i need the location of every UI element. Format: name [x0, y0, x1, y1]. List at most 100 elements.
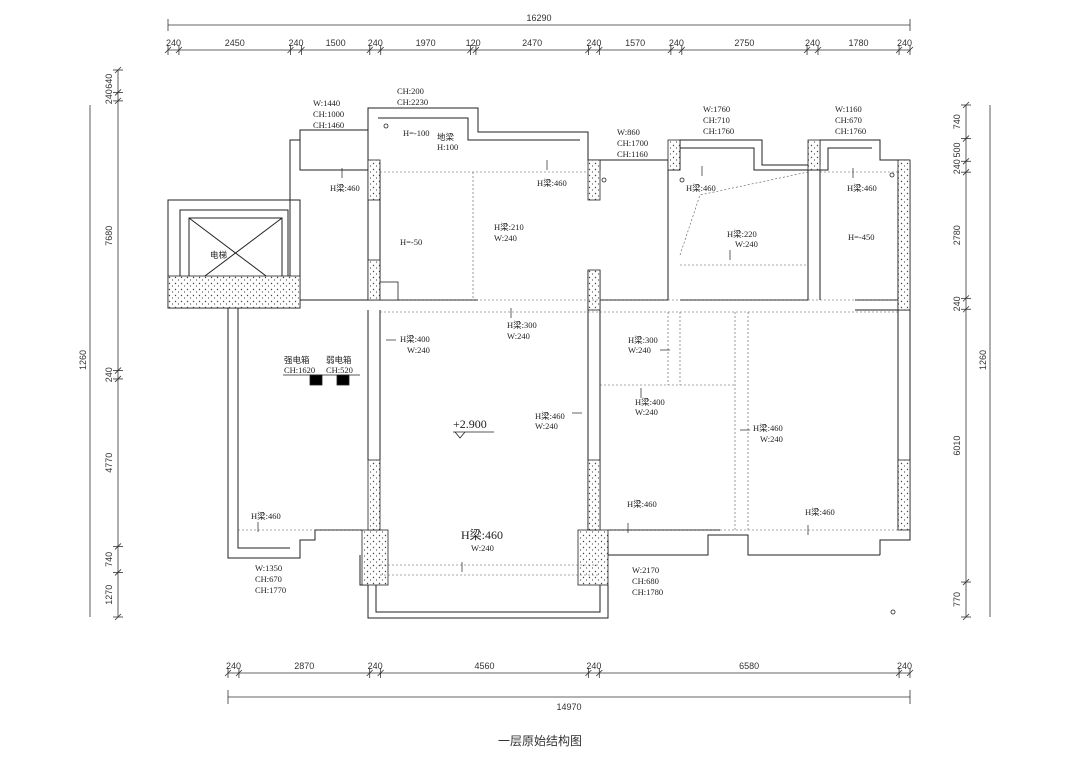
left-seg-4: 4770 — [104, 453, 114, 473]
beam-label-12w: W:240 — [760, 434, 783, 444]
left-seg-2: 7680 — [104, 226, 114, 246]
right-dimension-ticks — [961, 101, 971, 621]
left-seg-3: 240 — [104, 367, 114, 382]
left-seg-0: 640 — [104, 74, 114, 89]
top-seg-8: 240 — [586, 38, 601, 48]
beam-label-11h: H梁:400 — [635, 397, 665, 407]
top-seg-0: 240 — [166, 38, 181, 48]
left-total-dim: 1260 — [78, 350, 88, 370]
drawing-caption: 一层原始结构图 — [497, 734, 582, 748]
beam-labels: H梁:460 H梁:460 H梁:460 H梁:460 H梁:210 W:240… — [251, 178, 877, 553]
beam-label-8h: H梁:400 — [400, 334, 430, 344]
window-c-w: W:860 — [617, 127, 640, 137]
beam-label-7w: W:240 — [507, 331, 530, 341]
level-h-minus-50: H=-50 — [400, 237, 422, 247]
level-h-minus-450: H=-450 — [848, 232, 875, 242]
weak-box-label: 弱电箱 — [326, 355, 352, 365]
left-dimension-chain — [89, 70, 119, 617]
beam-label-9h: H梁:300 — [628, 335, 658, 345]
beam-label-3: H梁:460 — [686, 183, 716, 193]
window-a-w: W:1440 — [313, 98, 340, 108]
strong-box-ch: CH:1620 — [284, 365, 315, 375]
beam-dashed-lines — [238, 171, 898, 576]
window-d-ch1: CH:710 — [703, 115, 730, 125]
left-seg-6: 1270 — [104, 585, 114, 605]
level-h-minus-100: H=-100 — [403, 128, 430, 138]
beam-label-13: H梁:460 — [251, 511, 281, 521]
beam-label-6h: H梁:220 — [727, 229, 757, 239]
right-seg-2: 240 — [952, 159, 962, 174]
weak-box-ch: CH:520 — [326, 365, 353, 375]
top-seg-12: 240 — [805, 38, 820, 48]
beam-label-14: H梁:460 — [627, 499, 657, 509]
top-seg-9: 1570 — [625, 38, 645, 48]
left-seg-1: 240 — [104, 89, 114, 104]
top-seg-11: 2750 — [734, 38, 754, 48]
right-seg-4: 240 — [952, 296, 962, 311]
misc-fixtures — [283, 123, 896, 615]
ground-beam-label: 地梁 — [437, 132, 455, 142]
window-g-ch2: CH:1780 — [632, 587, 663, 597]
beam-label-10h: H梁:460 — [535, 411, 565, 421]
top-seg-13: 1780 — [849, 38, 869, 48]
window-c-ch1: CH:1700 — [617, 138, 648, 148]
right-seg-1: 500 — [952, 142, 962, 157]
top-seg-7: 2470 — [522, 38, 542, 48]
window-b-ch2: CH:2230 — [397, 97, 428, 107]
beam-label-16w: W:240 — [471, 543, 494, 553]
bottom-seg-1: 2870 — [294, 661, 314, 671]
beam-label-15: H梁:460 — [805, 507, 835, 517]
level-labels: H=-100 地梁 H:100 H=-50 H=-450 电梯 强电箱 CH:1… — [210, 128, 875, 439]
window-b-ch1: CH:200 — [397, 86, 424, 96]
top-seg-6: 120 — [466, 38, 481, 48]
window-g-ch1: CH:680 — [632, 576, 659, 586]
window-e-ch2: CH:1760 — [835, 126, 866, 136]
top-seg-3: 1500 — [326, 38, 346, 48]
left-dimension-ticks — [113, 66, 123, 621]
window-e-w: W:1160 — [835, 104, 862, 114]
bottom-seg-0: 240 — [226, 661, 241, 671]
right-seg-5: 6010 — [952, 436, 962, 456]
beam-label-5w: W:240 — [494, 233, 517, 243]
beam-label-1: H梁:460 — [330, 183, 360, 193]
top-dimension-ticks — [164, 45, 914, 55]
right-seg-0: 740 — [952, 114, 962, 129]
bottom-seg-4: 240 — [586, 661, 601, 671]
beam-label-12h: H梁:460 — [753, 423, 783, 433]
bottom-seg-6: 240 — [897, 661, 912, 671]
top-seg-10: 240 — [669, 38, 684, 48]
right-dimension-chain — [965, 105, 991, 617]
bottom-dimension-ticks — [224, 668, 914, 678]
top-seg-2: 240 — [288, 38, 303, 48]
bottom-seg-2: 240 — [368, 661, 383, 671]
window-c-ch2: CH:1160 — [617, 149, 648, 159]
bottom-dimension-chain — [227, 672, 911, 704]
ground-beam-height: H:100 — [437, 142, 458, 152]
top-seg-1: 2450 — [225, 38, 245, 48]
left-seg-5: 740 — [104, 552, 114, 567]
right-total-dim: 1260 — [978, 350, 988, 370]
top-seg-4: 240 — [368, 38, 383, 48]
top-seg-14: 240 — [897, 38, 912, 48]
bottom-seg-3: 4560 — [474, 661, 494, 671]
structural-columns — [167, 139, 911, 586]
strong-box-label: 强电箱 — [284, 355, 310, 365]
right-seg-6: 770 — [952, 592, 962, 607]
elevator-label: 电梯 — [210, 250, 228, 260]
top-dimension-chain — [167, 19, 911, 51]
window-a-ch2: CH:1460 — [313, 120, 344, 130]
window-e-ch1: CH:670 — [835, 115, 862, 125]
top-total-dim: 16290 — [526, 13, 551, 23]
window-a-ch1: CH:1000 — [313, 109, 344, 119]
beam-arrows — [257, 160, 854, 572]
beam-label-9w: W:240 — [628, 345, 651, 355]
beam-label-5h: H梁:210 — [494, 222, 524, 232]
beam-label-6w: W:240 — [735, 239, 758, 249]
window-d-w: W:1760 — [703, 104, 730, 114]
window-f-ch1: CH:670 — [255, 574, 282, 584]
